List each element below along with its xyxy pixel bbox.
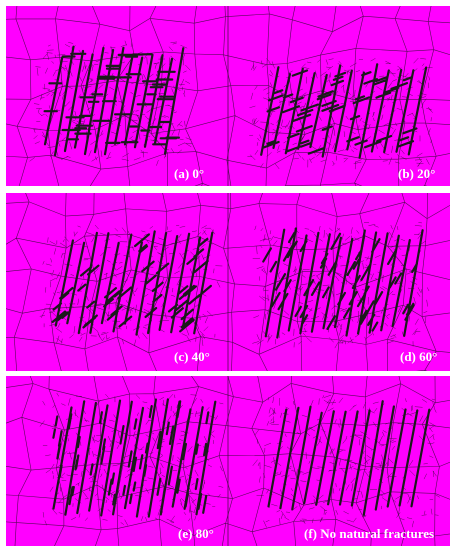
fracture-lines (51, 230, 214, 336)
caption-panel-f: (f) No natural fractures (304, 526, 435, 541)
panel-b-fractures (247, 57, 433, 170)
caption-panel-a: (a) 0° (174, 166, 205, 181)
caption-panel-b: (b) 20° (398, 166, 436, 181)
fracture-lines (262, 227, 424, 339)
fracture-lines (267, 400, 431, 516)
fracture-lines (260, 63, 428, 159)
row-2-canvas (6, 193, 450, 371)
panel-f-fractures (252, 394, 440, 528)
fracture-lines (52, 398, 217, 518)
figure-row-2: (c) 40° (d) 60° (5, 192, 451, 372)
caption-panel-e: (e) 80° (178, 526, 214, 541)
figure-row-1: (a) 0° (b) 20° (5, 5, 451, 187)
caption-panel-c: (c) 40° (174, 349, 210, 364)
fracture-lines (43, 45, 185, 157)
panel-c-fractures (39, 224, 223, 346)
panel-e-fractures (39, 392, 224, 526)
figure-row-3: (e) 80° (f) No natural fractures (5, 375, 451, 547)
caption-panel-d: (d) 60° (400, 349, 438, 364)
panel-d-fractures (252, 222, 430, 349)
row-3-canvas (6, 376, 450, 546)
row-1-canvas (6, 6, 450, 186)
panel-a-fractures (29, 40, 193, 166)
